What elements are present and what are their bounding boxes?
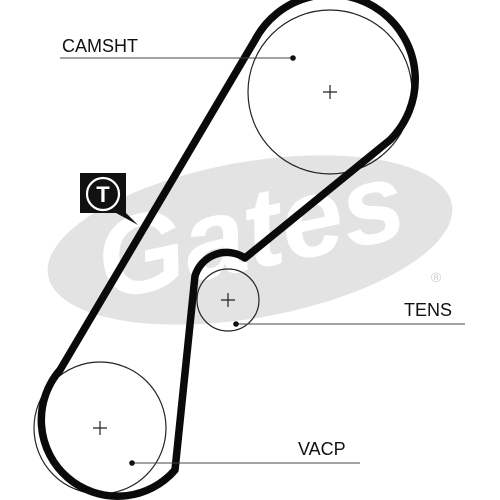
badge-speech-icon <box>80 173 138 225</box>
tensioner-label: TENS <box>404 300 452 320</box>
vacuum-pump-label: VACP <box>298 439 346 459</box>
timing-belt <box>37 0 419 500</box>
vacuum-pump-center-mark <box>93 421 107 435</box>
tensioner-center-mark <box>221 293 235 307</box>
watermark-logo-icon <box>47 155 453 325</box>
camshaft-center-mark <box>323 85 337 99</box>
tensioner-badge: T <box>80 173 138 225</box>
camshaft-label: CAMSHT <box>62 36 138 56</box>
gates-watermark: Gates ® <box>47 137 453 325</box>
badge-ring <box>85 176 121 212</box>
badge-letter: T <box>96 182 110 207</box>
watermark-registered-mark: ® <box>431 269 442 285</box>
camshaft-leader-dot <box>290 55 296 61</box>
vacuum-pump-leader-dot <box>129 460 135 466</box>
tensioner-pulley <box>196 268 260 332</box>
tensioner-leader-dot <box>233 321 239 327</box>
